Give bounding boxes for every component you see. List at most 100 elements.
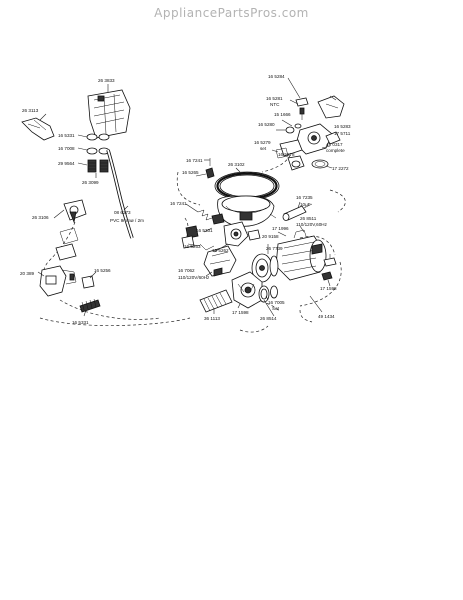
leader-line xyxy=(205,271,213,277)
harness-line xyxy=(299,309,313,323)
harness-line xyxy=(329,189,346,213)
part-label-16-5280: 16 5280 xyxy=(258,122,275,127)
leader-line xyxy=(195,173,207,177)
gasket-part xyxy=(311,159,329,169)
part-label-16-5281: 16 5281 xyxy=(266,96,283,101)
sensor-part xyxy=(295,97,309,120)
part-label-110-120v-60hz: 110/120V/60Hz xyxy=(178,275,210,280)
heater-valve-assembly-part xyxy=(275,123,341,171)
part-label-16-5331: 16 5331 xyxy=(196,228,213,233)
part-label-17-1598: 17 1598 xyxy=(232,310,249,315)
harness-line xyxy=(59,299,161,320)
part-label-set: Set xyxy=(272,306,280,311)
part-label-16-5263: 16 5263 xyxy=(184,244,201,249)
part-label-17-1996: 17 1996 xyxy=(272,226,289,231)
part-label-ntc: NTC xyxy=(270,102,280,107)
part-label-26-8511: 26 8511 xyxy=(300,216,317,221)
part-label-15-1666: 15 1666 xyxy=(274,112,291,117)
harness-line xyxy=(299,261,342,307)
part-label-pvc: PVC 9mmø / 2m xyxy=(110,218,144,223)
leader-line xyxy=(281,119,293,127)
drain-pump-part xyxy=(203,245,237,277)
part-label-complete: complete xyxy=(326,148,345,153)
part-label-26-3113: 26 3113 xyxy=(22,108,39,113)
grommet-stack-part xyxy=(86,133,110,173)
part-label-17-2272: 17 2272 xyxy=(332,166,349,171)
part-label-16-5283: 16 5283 xyxy=(334,124,351,129)
part-label-10uf: 10µF xyxy=(300,202,311,207)
sump-ring-part xyxy=(214,171,280,201)
o-ring-part xyxy=(258,285,278,303)
seal-part xyxy=(181,225,215,251)
part-label-26-3099: 26 3099 xyxy=(82,180,99,185)
part-label-16-5284: 16 5284 xyxy=(268,74,285,79)
leader-line xyxy=(77,134,88,138)
motor-part xyxy=(275,229,327,281)
part-label-16-7062: 16 7062 xyxy=(178,268,195,273)
part-label-26-3102: 26 3102 xyxy=(228,162,245,167)
corrugated-hose-part xyxy=(199,289,233,313)
leader-line xyxy=(77,147,88,151)
part-label-16-7241: 16 7241 xyxy=(170,201,187,206)
part-label-110-120v-60hz: 110/120V,60Hz xyxy=(296,222,328,227)
impeller-housing-part xyxy=(251,253,279,283)
capacitor-part xyxy=(282,203,313,221)
leader-line xyxy=(299,225,305,233)
leader-line xyxy=(265,295,269,301)
leader-line xyxy=(89,271,97,279)
part-label-16-7005: 16 7005 xyxy=(268,300,285,305)
leader-line xyxy=(235,167,241,173)
pump-cover-part xyxy=(231,271,263,309)
leader-line xyxy=(203,227,213,233)
leader-line xyxy=(271,149,279,153)
part-label-08-6373: 08 6373 xyxy=(114,210,131,215)
part-label-26-3833: 26 3833 xyxy=(98,78,115,83)
drain-valve-part xyxy=(223,221,261,247)
part-label-36-1113: 36 1113 xyxy=(204,316,220,321)
part-label-16-5262: 16 5262 xyxy=(212,248,229,253)
leader-line xyxy=(263,299,275,317)
part-label-set: set xyxy=(260,146,267,151)
part-label-16-5279: 16 5279 xyxy=(254,140,271,145)
part-label-29-9564: 29 9564 xyxy=(58,161,75,166)
seal-ring-part xyxy=(285,123,302,134)
leader-line xyxy=(287,77,301,99)
leader-line xyxy=(327,279,331,287)
part-label-16-7241: 16 7241 xyxy=(186,158,203,163)
clip-part xyxy=(323,257,337,267)
part-label-26-7739: 26 7739 xyxy=(266,246,283,251)
part-label-49-1434: 49 1434 xyxy=(318,314,335,319)
leader-line xyxy=(321,145,331,149)
leader-line xyxy=(83,309,87,317)
leader-line xyxy=(325,165,333,169)
part-label-20-9158: 20 9158 xyxy=(262,234,279,239)
connector-part xyxy=(81,275,95,289)
nozzle-part xyxy=(205,158,215,179)
part-label-20-389: 20 389 xyxy=(20,271,34,276)
leader-line xyxy=(309,295,323,313)
clip-part xyxy=(321,271,333,281)
leader-line xyxy=(297,201,301,209)
leader-line xyxy=(187,243,201,247)
part-label-17-1598: 17 1598 xyxy=(320,286,337,291)
part-label-26-8514: 26 8514 xyxy=(260,316,277,321)
leader-line xyxy=(329,95,337,101)
sump-housing-part xyxy=(215,195,277,227)
leader-line xyxy=(185,203,199,213)
part-label-16-7008: 16 7008 xyxy=(58,146,75,151)
float-switch-part xyxy=(39,265,77,297)
harness-line xyxy=(299,235,336,256)
leader-line xyxy=(77,162,88,166)
part-label-16-5331: 16 5331 xyxy=(72,320,89,325)
leader-line xyxy=(39,113,47,121)
harness-line xyxy=(239,295,281,313)
leader-line xyxy=(213,243,229,253)
part-label-26-3106: 26 3106 xyxy=(32,215,49,220)
hose-clamp-part xyxy=(79,298,101,313)
leader-line xyxy=(123,205,129,211)
part-label-48-0317: 48 0317 xyxy=(326,142,343,147)
harness-line xyxy=(39,317,191,326)
part-label-16-7235: 16 7235 xyxy=(296,195,313,200)
part-label-16-5331: 16 5331 xyxy=(58,133,75,138)
